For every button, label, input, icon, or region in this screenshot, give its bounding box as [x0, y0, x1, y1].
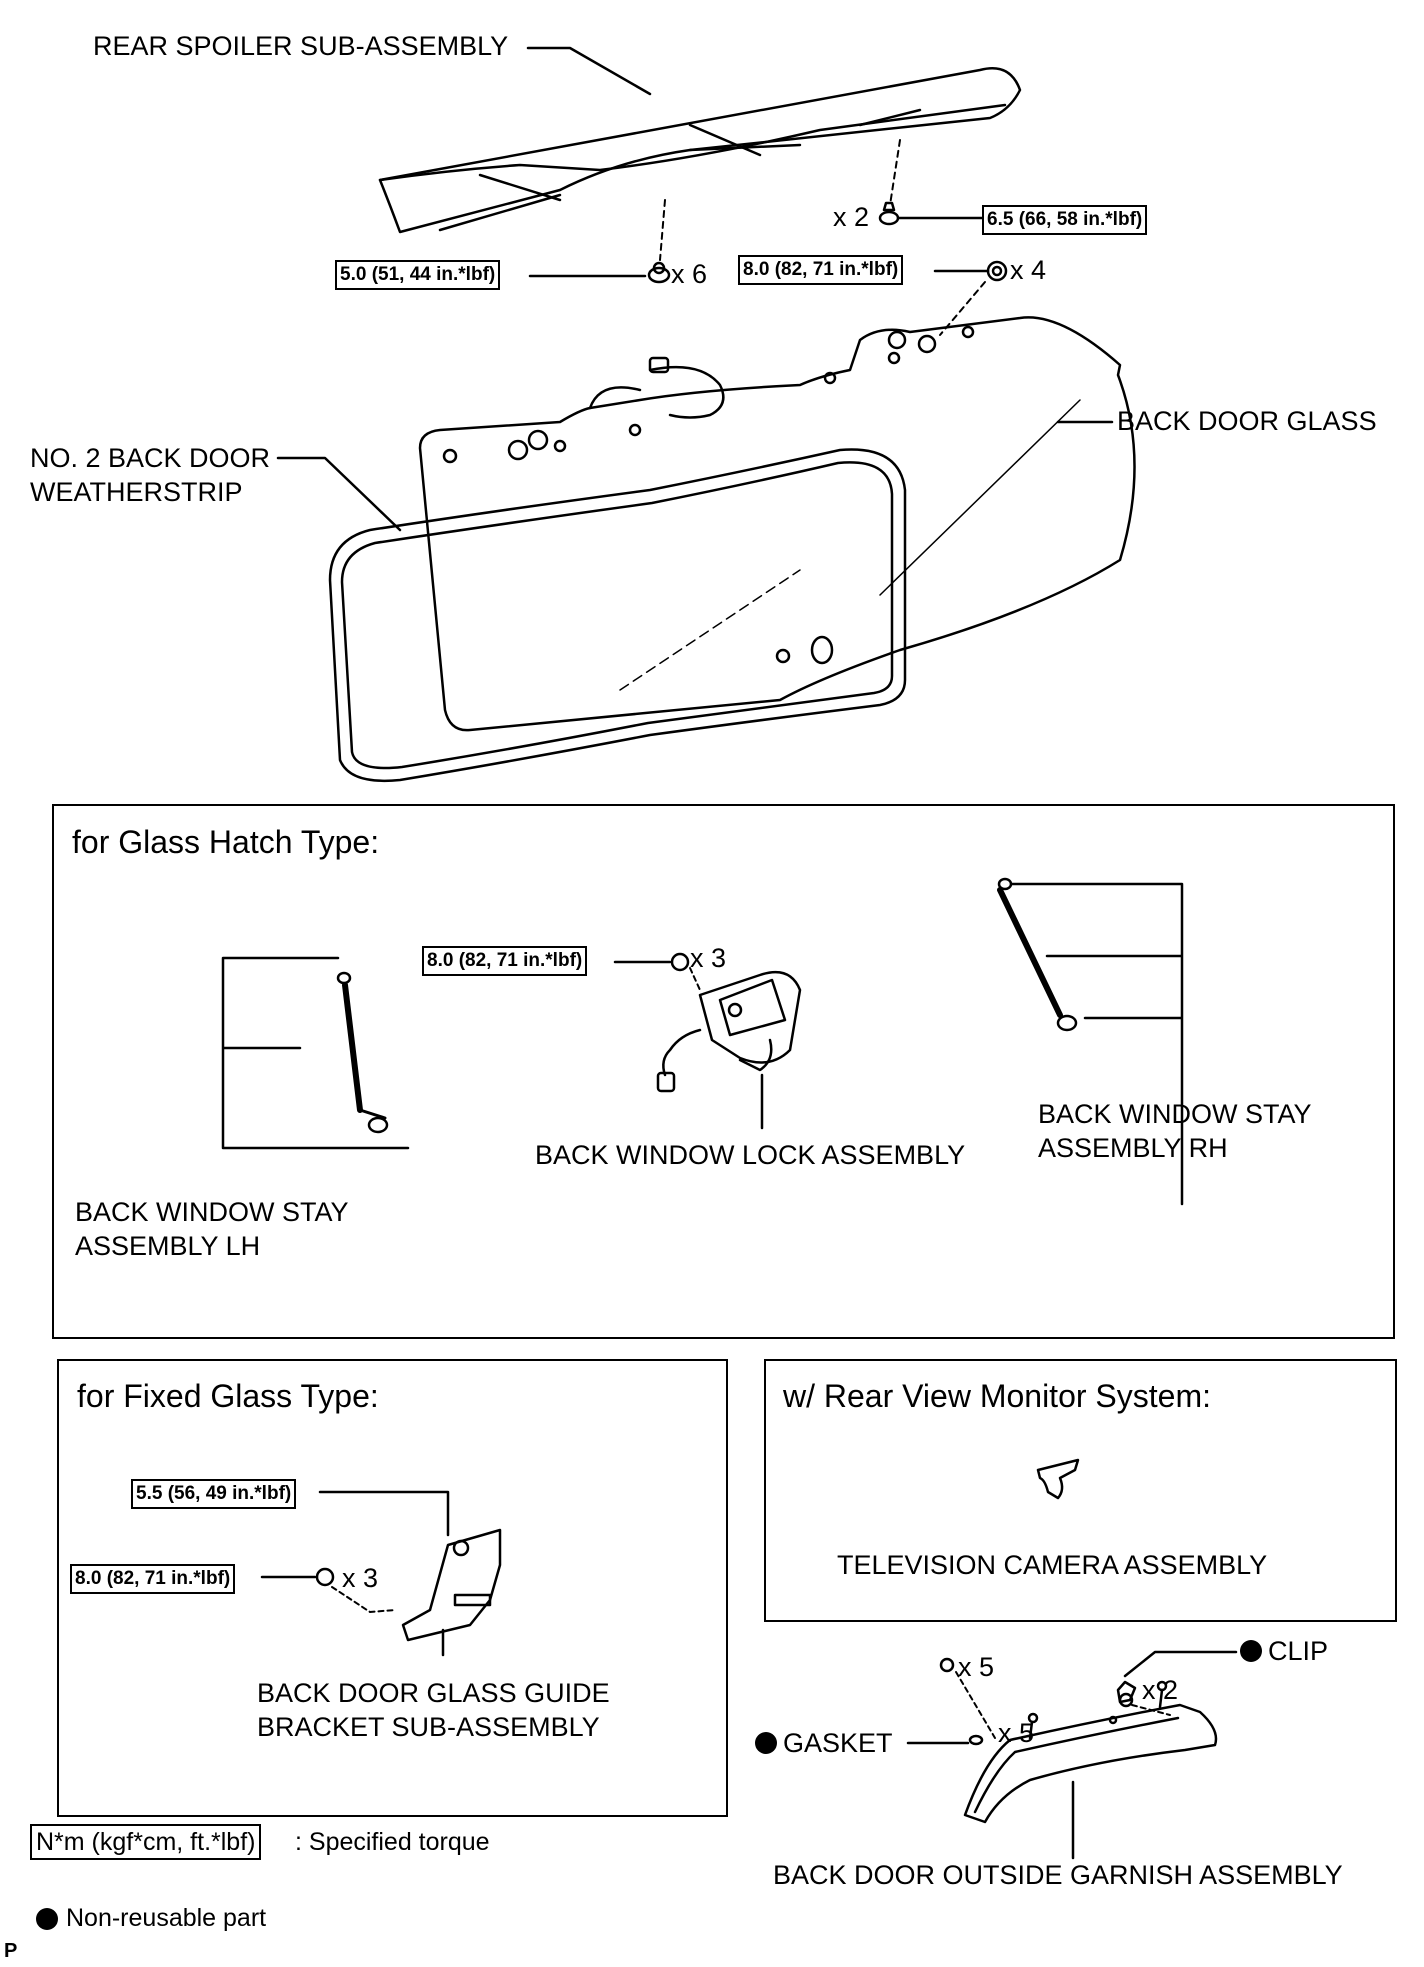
glass-nut	[986, 260, 1008, 282]
clip-label: CLIP	[1268, 1636, 1329, 1666]
rear-spoiler-drawing	[378, 67, 1022, 234]
weatherstrip-drawing	[328, 448, 907, 782]
stay-rh-label: BACK WINDOW STAY ASSEMBLY RH	[1038, 1099, 1312, 1163]
garnish-nut-qty: x 5	[958, 1652, 995, 1682]
rear-view-monitor-title: w/ Rear View Monitor System:	[783, 1378, 1211, 1414]
garnish-label: BACK DOOR OUTSIDE GARNISH ASSEMBLY	[773, 1860, 1343, 1890]
glass-qty: x 4	[1010, 255, 1047, 285]
fixed-glass-title: for Fixed Glass Type:	[77, 1378, 379, 1414]
spoiler-lower-qty: x 6	[671, 259, 708, 289]
back-window-lock-label: BACK WINDOW LOCK ASSEMBLY	[535, 1140, 966, 1170]
spoiler-upper-qty: x 2	[833, 202, 870, 232]
spoiler-screw-upper	[878, 201, 900, 226]
spoiler-nut-lower	[647, 261, 671, 284]
stay-lh-label: BACK WINDOW STAY ASSEMBLY LH	[75, 1197, 349, 1261]
gasket-label: GASKET	[783, 1728, 893, 1758]
back-window-lock-drawing	[656, 970, 802, 1093]
weatherstrip-label: NO. 2 BACK DOOR WEATHERSTRIP	[30, 443, 271, 507]
torque-legend-desc: : Specified torque	[295, 1828, 490, 1856]
gasket-nonreusable-icon	[755, 1732, 777, 1754]
garnish-clip-qty: x 2	[1142, 1675, 1179, 1705]
fixed-glass-section	[57, 1359, 728, 1817]
television-camera-drawing	[1036, 1458, 1080, 1500]
rear-view-monitor-section	[764, 1359, 1397, 1622]
guide-bracket-drawing	[401, 1528, 502, 1642]
glass-hatch-title: for Glass Hatch Type:	[72, 824, 380, 860]
glass-torque: 8.0 (82, 71 in.*lbf)	[738, 255, 904, 285]
corner-mark: P	[4, 1940, 18, 1962]
bracket-upper-torque: 5.5 (56, 49 in.*lbf)	[131, 1479, 297, 1509]
rear-spoiler-label: REAR SPOILER SUB-ASSEMBLY	[93, 31, 509, 61]
glass-hatch-section	[52, 804, 1395, 1339]
clip-nonreusable-icon	[1240, 1640, 1262, 1662]
lock-torque: 8.0 (82, 71 in.*lbf)	[422, 946, 588, 976]
bracket-lower-torque: 8.0 (82, 71 in.*lbf)	[70, 1564, 236, 1594]
clip-drawing	[1116, 1680, 1137, 1708]
back-door-glass-drawing	[418, 316, 1136, 732]
television-camera-label: TELEVISION CAMERA ASSEMBLY	[837, 1550, 1268, 1580]
lock-qty: x 3	[690, 943, 727, 973]
spoiler-lower-torque: 5.0 (51, 44 in.*lbf)	[335, 260, 501, 290]
torque-unit-legend: N*m (kgf*cm, ft.*lbf)	[30, 1824, 262, 1860]
stay-lh-drawing	[336, 971, 389, 1134]
garnish-gasket-qty: x 5	[998, 1718, 1035, 1748]
spoiler-upper-torque: 6.5 (66, 58 in.*lbf)	[982, 205, 1148, 235]
guide-bracket-label: BACK DOOR GLASS GUIDE BRACKET SUB-ASSEMB…	[257, 1678, 610, 1742]
back-door-glass-label: BACK DOOR GLASS	[1117, 406, 1377, 436]
outside-garnish-drawing	[963, 1680, 1218, 1824]
bracket-qty: x 3	[342, 1563, 379, 1593]
nonreusable-legend-icon	[36, 1908, 58, 1930]
nonreusable-legend-text: Non-reusable part	[66, 1904, 267, 1932]
